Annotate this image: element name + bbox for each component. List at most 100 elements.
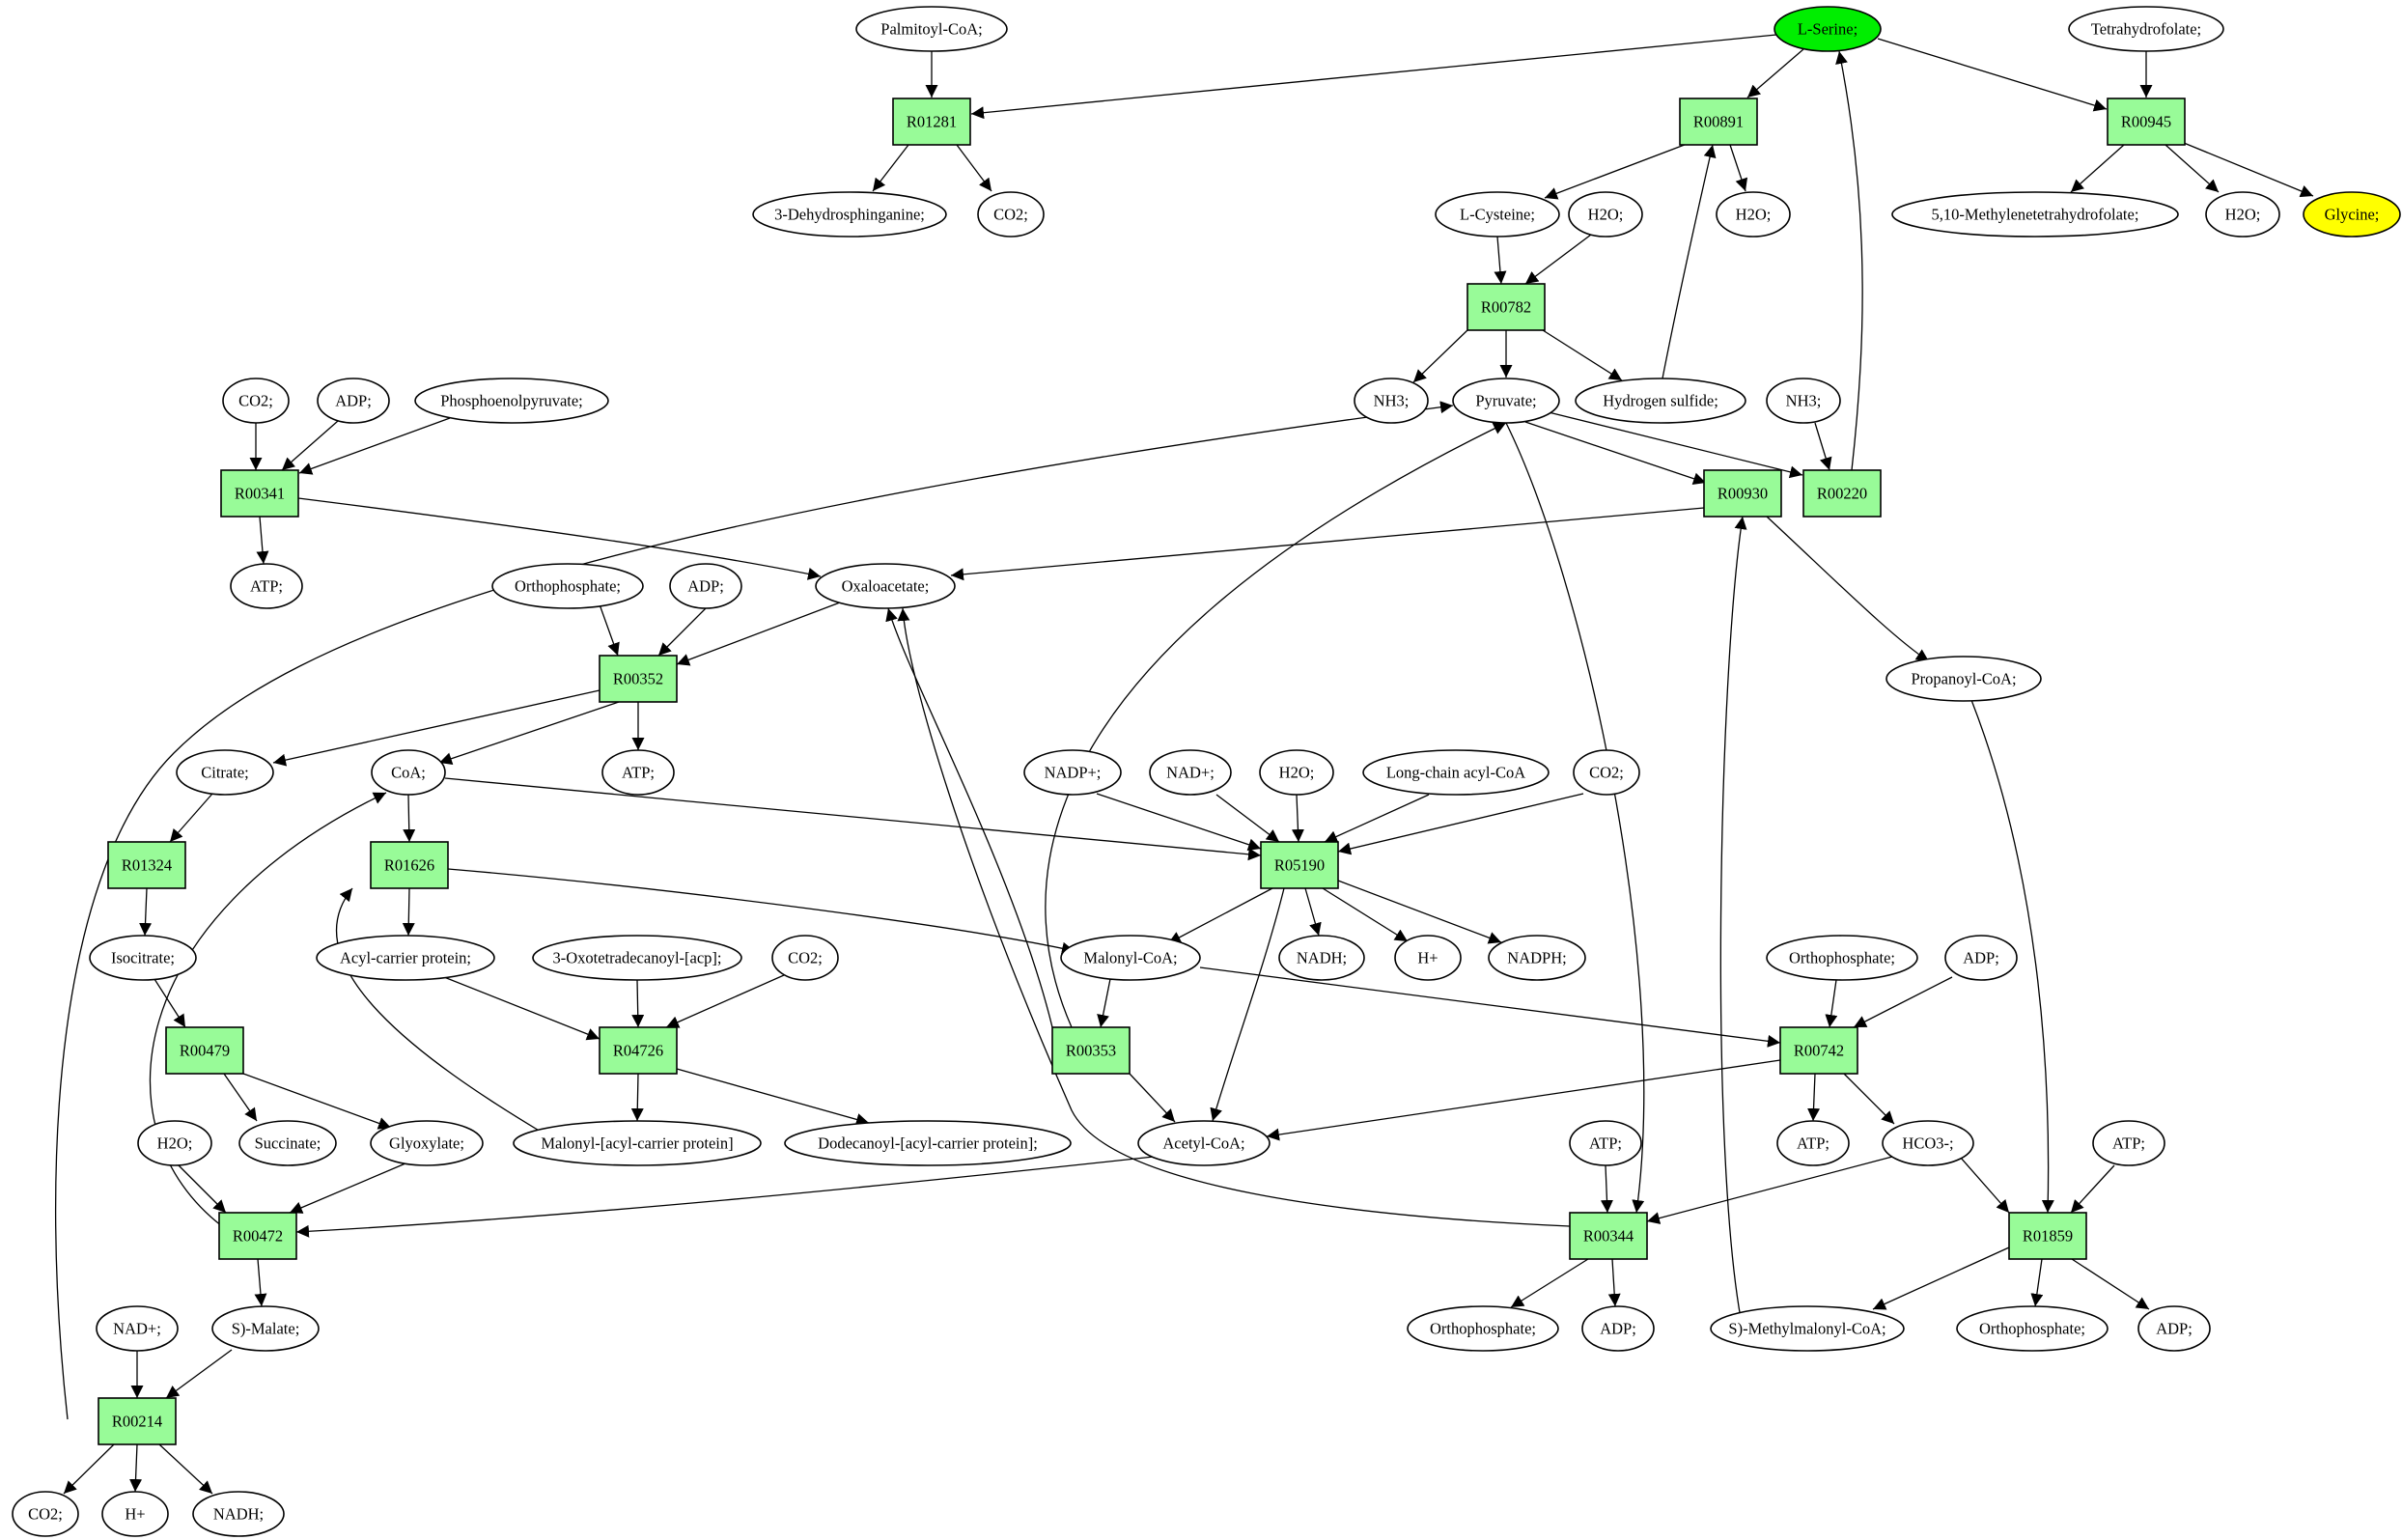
metabolite-node-co2-d[interactable]: CO2; <box>771 935 839 981</box>
metabolite-node-oxaloacetate[interactable]: Oxaloacetate; <box>815 563 956 609</box>
metabolite-node-h2o-c[interactable]: H2O; <box>2205 191 2280 238</box>
metabolite-node-co2-b[interactable]: CO2; <box>222 378 290 424</box>
metabolite-node-atp-c[interactable]: ATP; <box>1569 1120 1642 1166</box>
metabolite-node-coa[interactable]: CoA; <box>371 749 446 796</box>
metabolite-node-l-serine[interactable]: L-Serine; <box>1774 6 1882 52</box>
metabolite-node-adp-e[interactable]: ADP; <box>2137 1305 2211 1352</box>
metabolite-node-methylmalonyl-coa[interactable]: S)-Methylmalonyl-CoA; <box>1710 1305 1905 1352</box>
reaction-node-r00214[interactable]: R00214 <box>98 1397 177 1445</box>
metabolite-node-nadh-b[interactable]: NADH; <box>192 1491 285 1537</box>
metabolite-node-h2o-a[interactable]: H2O; <box>1568 191 1643 238</box>
metabolite-node-pep[interactable]: Phosphoenolpyruvate; <box>414 378 609 424</box>
metabolite-node-orthophosphate-a[interactable]: Orthophosphate; <box>491 563 644 609</box>
metabolite-shape <box>1568 191 1643 238</box>
metabolite-node-orthophosphate-c[interactable]: Orthophosphate; <box>1407 1305 1559 1352</box>
metabolite-node-adp-d[interactable]: ADP; <box>1581 1305 1655 1352</box>
metabolite-label: 3-Oxotetradecanoyl-[acp]; <box>553 949 722 967</box>
metabolite-node-l-cysteine[interactable]: L-Cysteine; <box>1435 191 1560 238</box>
reaction-node-r00891[interactable]: R00891 <box>1679 98 1758 146</box>
metabolite-node-nadp-plus[interactable]: NADP+; <box>1023 749 1122 796</box>
reaction-node-r00341[interactable]: R00341 <box>220 469 299 518</box>
metabolite-node-h-plus-b[interactable]: H+ <box>101 1491 169 1537</box>
metabolite-node-succinate[interactable]: Succinate; <box>238 1120 337 1166</box>
metabolite-node-adp-c[interactable]: ADP; <box>1944 935 2018 981</box>
metabolite-node-palmitoyl-coa[interactable]: Palmitoyl-CoA; <box>855 6 1008 52</box>
reaction-node-r00742[interactable]: R00742 <box>1779 1026 1858 1075</box>
metabolite-node-acetyl-coa[interactable]: Acetyl-CoA; <box>1137 1120 1271 1166</box>
metabolite-shape <box>1149 749 1232 796</box>
edge-arrow <box>1524 234 1592 285</box>
metabolite-node-atp-e[interactable]: ATP; <box>2092 1120 2165 1166</box>
metabolite-label: ADP; <box>2156 1320 2193 1338</box>
edge-arrow <box>154 978 186 1028</box>
metabolite-node-nh3-a[interactable]: NH3; <box>1354 378 1429 424</box>
metabolite-node-dodecanoyl-acp[interactable]: Dodecanoyl-[acyl-carrier protein]; <box>784 1120 1072 1166</box>
metabolite-node-glycine[interactable]: Glycine; <box>2303 191 2401 238</box>
edge-arrow <box>1872 1246 2010 1310</box>
metabolite-node-h2o-b[interactable]: H2O; <box>1716 191 1791 238</box>
reaction-node-r00353[interactable]: R00353 <box>1051 1026 1131 1075</box>
reaction-node-r00945[interactable]: R00945 <box>2107 98 2186 146</box>
metabolite-node-orthophosphate-d[interactable]: Orthophosphate; <box>1956 1305 2109 1352</box>
metabolite-node-s-malate[interactable]: S)-Malate; <box>211 1305 320 1352</box>
reaction-node-r00344[interactable]: R00344 <box>1569 1212 1648 1260</box>
edge-arrow <box>223 1073 258 1122</box>
metabolite-node-adp-b[interactable]: ADP; <box>669 563 742 609</box>
metabolite-shape <box>784 1120 1072 1166</box>
edge-arrow <box>1266 1059 1781 1141</box>
reaction-node-r01626[interactable]: R01626 <box>370 841 449 889</box>
edge-arrow <box>438 701 620 765</box>
metabolite-node-co2-c[interactable]: CO2; <box>1573 749 1640 796</box>
reaction-node-r00220[interactable]: R00220 <box>1802 469 1882 518</box>
metabolite-node-malonyl-acp[interactable]: Malonyl-[acyl-carrier protein] <box>513 1120 762 1166</box>
metabolite-shape <box>1956 1305 2109 1352</box>
metabolite-node-h2o-e[interactable]: H2O; <box>137 1120 212 1166</box>
metabolite-node-nad-plus-a[interactable]: NAD+; <box>1149 749 1232 796</box>
metabolite-node-h-plus-a[interactable]: H+ <box>1394 935 1462 981</box>
reaction-box <box>218 1212 297 1260</box>
metabolite-node-long-chain[interactable]: Long-chain acyl-CoA <box>1362 749 1550 796</box>
reaction-node-r00782[interactable]: R00782 <box>1466 283 1546 331</box>
metabolite-node-co2-a[interactable]: CO2; <box>977 191 1045 238</box>
metabolite-node-orthophosphate-b[interactable]: Orthophosphate; <box>1766 935 1918 981</box>
reaction-label: R00472 <box>233 1227 283 1246</box>
metabolite-node-atp-a[interactable]: ATP; <box>230 563 303 609</box>
metabolite-label: Tetrahydrofolate; <box>2091 20 2201 39</box>
reaction-label: R00479 <box>180 1042 230 1060</box>
metabolite-node-co2-e[interactable]: CO2; <box>12 1491 79 1537</box>
metabolite-shape <box>752 191 947 238</box>
metabolite-node-nad-plus-b[interactable]: NAD+; <box>96 1305 179 1352</box>
reaction-label: R01859 <box>2023 1227 2073 1246</box>
metabolite-node-h2s[interactable]: Hydrogen sulfide; <box>1575 378 1746 424</box>
metabolite-node-propanoyl-coa[interactable]: Propanoyl-CoA; <box>1885 656 2042 702</box>
metabolite-node-oxotetradecanoyl[interactable]: 3-Oxotetradecanoyl-[acp]; <box>532 935 742 981</box>
reaction-node-r04726[interactable]: R04726 <box>599 1026 678 1075</box>
metabolite-node-pyruvate[interactable]: Pyruvate; <box>1452 378 1560 424</box>
reaction-node-r01859[interactable]: R01859 <box>2008 1212 2087 1260</box>
metabolite-node-atp-b[interactable]: ATP; <box>601 749 675 796</box>
metabolite-node-nadph[interactable]: NADPH; <box>1488 935 1586 981</box>
metabolite-node-nh3-b[interactable]: NH3; <box>1766 378 1841 424</box>
metabolite-node-citrate[interactable]: Citrate; <box>176 749 274 796</box>
metabolite-node-methylenethf[interactable]: 5,10-Methylenetetrahydrofolate; <box>1891 191 2179 238</box>
metabolite-node-glyoxylate[interactable]: Glyoxylate; <box>370 1120 484 1166</box>
reaction-node-r05190[interactable]: R05190 <box>1260 841 1339 889</box>
metabolite-node-atp-d[interactable]: ATP; <box>1776 1120 1850 1166</box>
metabolite-label: Succinate; <box>255 1134 321 1153</box>
metabolite-node-malonyl-coa[interactable]: Malonyl-CoA; <box>1060 935 1201 981</box>
metabolite-node-h2o-d[interactable]: H2O; <box>1259 749 1334 796</box>
metabolite-node-hco3[interactable]: HCO3-; <box>1882 1120 1974 1166</box>
metabolite-node-adp-a[interactable]: ADP; <box>317 378 390 424</box>
reaction-node-r00479[interactable]: R00479 <box>165 1026 244 1075</box>
reaction-node-r01281[interactable]: R01281 <box>892 98 971 146</box>
metabolite-node-tetrahydrofolate[interactable]: Tetrahydrofolate; <box>2068 6 2224 52</box>
metabolite-node-nadh-a[interactable]: NADH; <box>1278 935 1365 981</box>
reaction-node-r00352[interactable]: R00352 <box>599 655 678 703</box>
metabolite-shape <box>222 378 290 424</box>
metabolite-node-dehydrosphinganine[interactable]: 3-Dehydrosphinganine; <box>752 191 947 238</box>
metabolite-node-acp[interactable]: Acyl-carrier protein; <box>316 935 495 981</box>
reaction-node-r01324[interactable]: R01324 <box>107 841 186 889</box>
metabolite-node-isocitrate[interactable]: Isocitrate; <box>89 935 197 981</box>
reaction-node-r00930[interactable]: R00930 <box>1703 469 1782 518</box>
reaction-node-r00472[interactable]: R00472 <box>218 1212 297 1260</box>
